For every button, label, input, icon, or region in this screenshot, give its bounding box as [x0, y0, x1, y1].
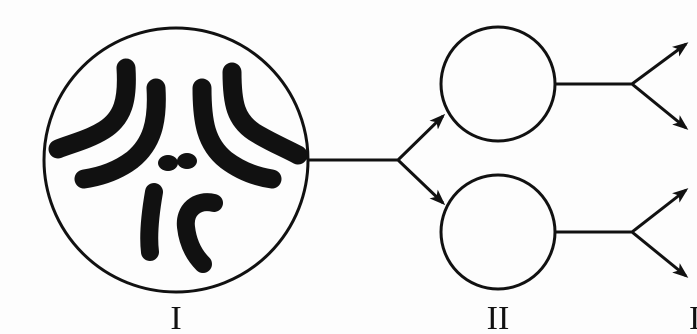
cell-ii-lower [441, 175, 555, 289]
cell-i [44, 28, 308, 292]
connector-i-to-ii [308, 116, 443, 203]
cell-ii-upper [441, 27, 555, 141]
label-stage-ii: II [487, 300, 510, 334]
chromosome-left-outer [58, 68, 126, 149]
cell-ii-lower-membrane [441, 175, 555, 289]
connector-lower-ii-to-iii [555, 190, 686, 276]
chromosome-right-outer [232, 72, 298, 155]
label-stage-iii-partial: I [689, 300, 697, 334]
chromosome-dot-left [158, 155, 178, 171]
arrow-upper-ii-up [632, 44, 686, 84]
chromosome-dot-right [177, 153, 197, 169]
arrow-lower-ii-up [632, 190, 686, 232]
cell-ii-upper-membrane [441, 27, 555, 141]
label-stage-i: I [170, 300, 181, 334]
arrow-lower-ii-down [632, 232, 686, 276]
chromosome-lower-right [186, 202, 214, 264]
connector-upper-ii-to-iii [555, 44, 686, 128]
chromosome-lower-left [149, 192, 154, 252]
arrow-to-upper-cell [398, 116, 443, 160]
chromosome-group [58, 68, 298, 264]
arrow-to-lower-cell [398, 160, 443, 203]
arrow-upper-ii-down [632, 84, 686, 128]
